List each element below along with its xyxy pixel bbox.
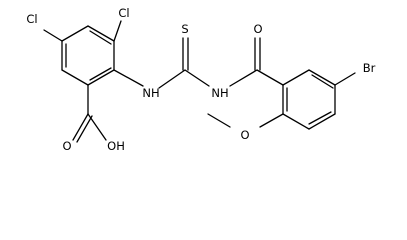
atom-labels: Cl Cl OH O NH S NH O Br O (26, 6, 375, 153)
bond (308, 69, 336, 86)
atom-label-cl-top-left: Cl (26, 12, 37, 26)
atom-label-acid-oh: OH (107, 139, 125, 153)
bond (113, 20, 122, 42)
bond (282, 69, 310, 86)
bond (207, 113, 231, 128)
atom-label-cl-top-right: Cl (118, 6, 129, 20)
bond (61, 69, 89, 86)
bond (282, 113, 310, 130)
molecule-structure: Cl Cl OH O NH S NH O Br O (26, 6, 375, 153)
atom-label-amide-carbonyl-o: O (253, 22, 262, 36)
atom-label-thiourea-nh-left: NH (142, 86, 159, 100)
atom-label-methoxy-o: O (240, 128, 249, 142)
bond (43, 29, 63, 42)
atom-label-acid-carbonyl-o: O (62, 139, 71, 153)
bond (158, 69, 186, 89)
bond (308, 111, 332, 125)
bond (61, 25, 89, 42)
atom-label-thiourea-nh-right: NH (211, 86, 228, 100)
bond (184, 69, 210, 87)
bond (311, 74, 334, 89)
atom-label-bromo: Br (363, 61, 376, 75)
bond (308, 113, 336, 130)
bond (87, 25, 115, 42)
atom-label-thiocarbonyl-s: S (181, 22, 188, 36)
bond (89, 67, 112, 81)
bond (87, 69, 115, 86)
bond (259, 113, 284, 128)
bond (72, 113, 89, 141)
bond (89, 30, 112, 45)
bond (229, 69, 258, 87)
bond (76, 115, 93, 143)
bond-lines (43, 20, 356, 143)
bond (334, 72, 356, 86)
bond (113, 69, 144, 87)
bond (256, 69, 284, 86)
